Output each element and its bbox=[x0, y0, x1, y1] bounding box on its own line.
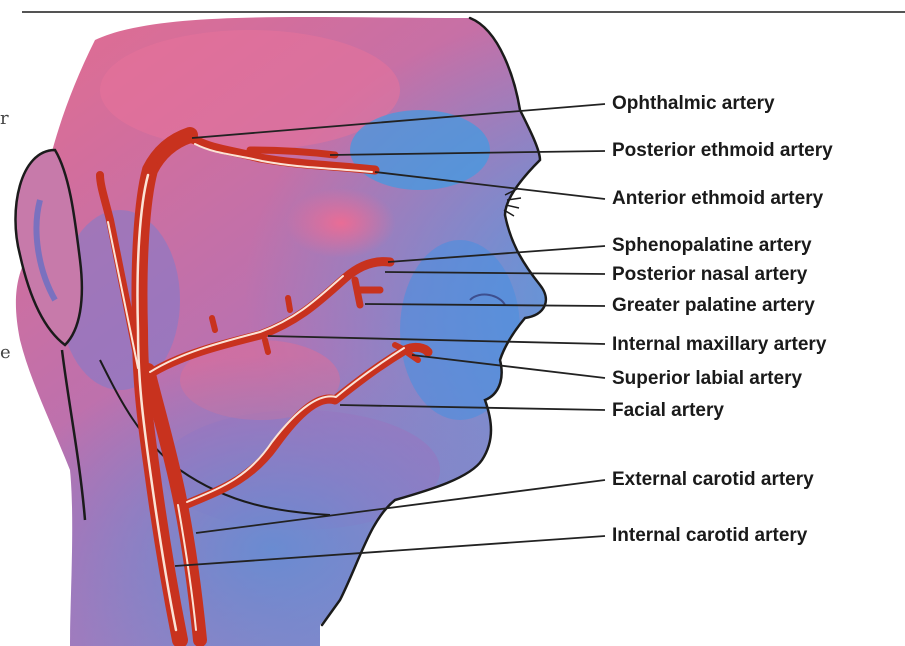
label-ophthalmic-artery: Ophthalmic artery bbox=[612, 93, 775, 115]
label-internal-maxillary-artery: Internal maxillary artery bbox=[612, 334, 826, 356]
edge-glyph-middle: e bbox=[0, 342, 11, 363]
label-sphenopalatine-artery: Sphenopalatine artery bbox=[612, 235, 812, 257]
label-posterior-ethmoid-artery: Posterior ethmoid artery bbox=[612, 140, 833, 162]
label-superior-labial-artery: Superior labial artery bbox=[612, 368, 802, 390]
label-external-carotid-artery: External carotid artery bbox=[612, 469, 814, 491]
label-greater-palatine-artery: Greater palatine artery bbox=[612, 295, 815, 317]
label-posterior-nasal-artery: Posterior nasal artery bbox=[612, 264, 807, 286]
label-internal-carotid-artery: Internal carotid artery bbox=[612, 525, 807, 547]
edge-glyph-top: r bbox=[0, 108, 9, 129]
label-anterior-ethmoid-artery: Anterior ethmoid artery bbox=[612, 188, 823, 210]
label-facial-artery: Facial artery bbox=[612, 400, 724, 422]
